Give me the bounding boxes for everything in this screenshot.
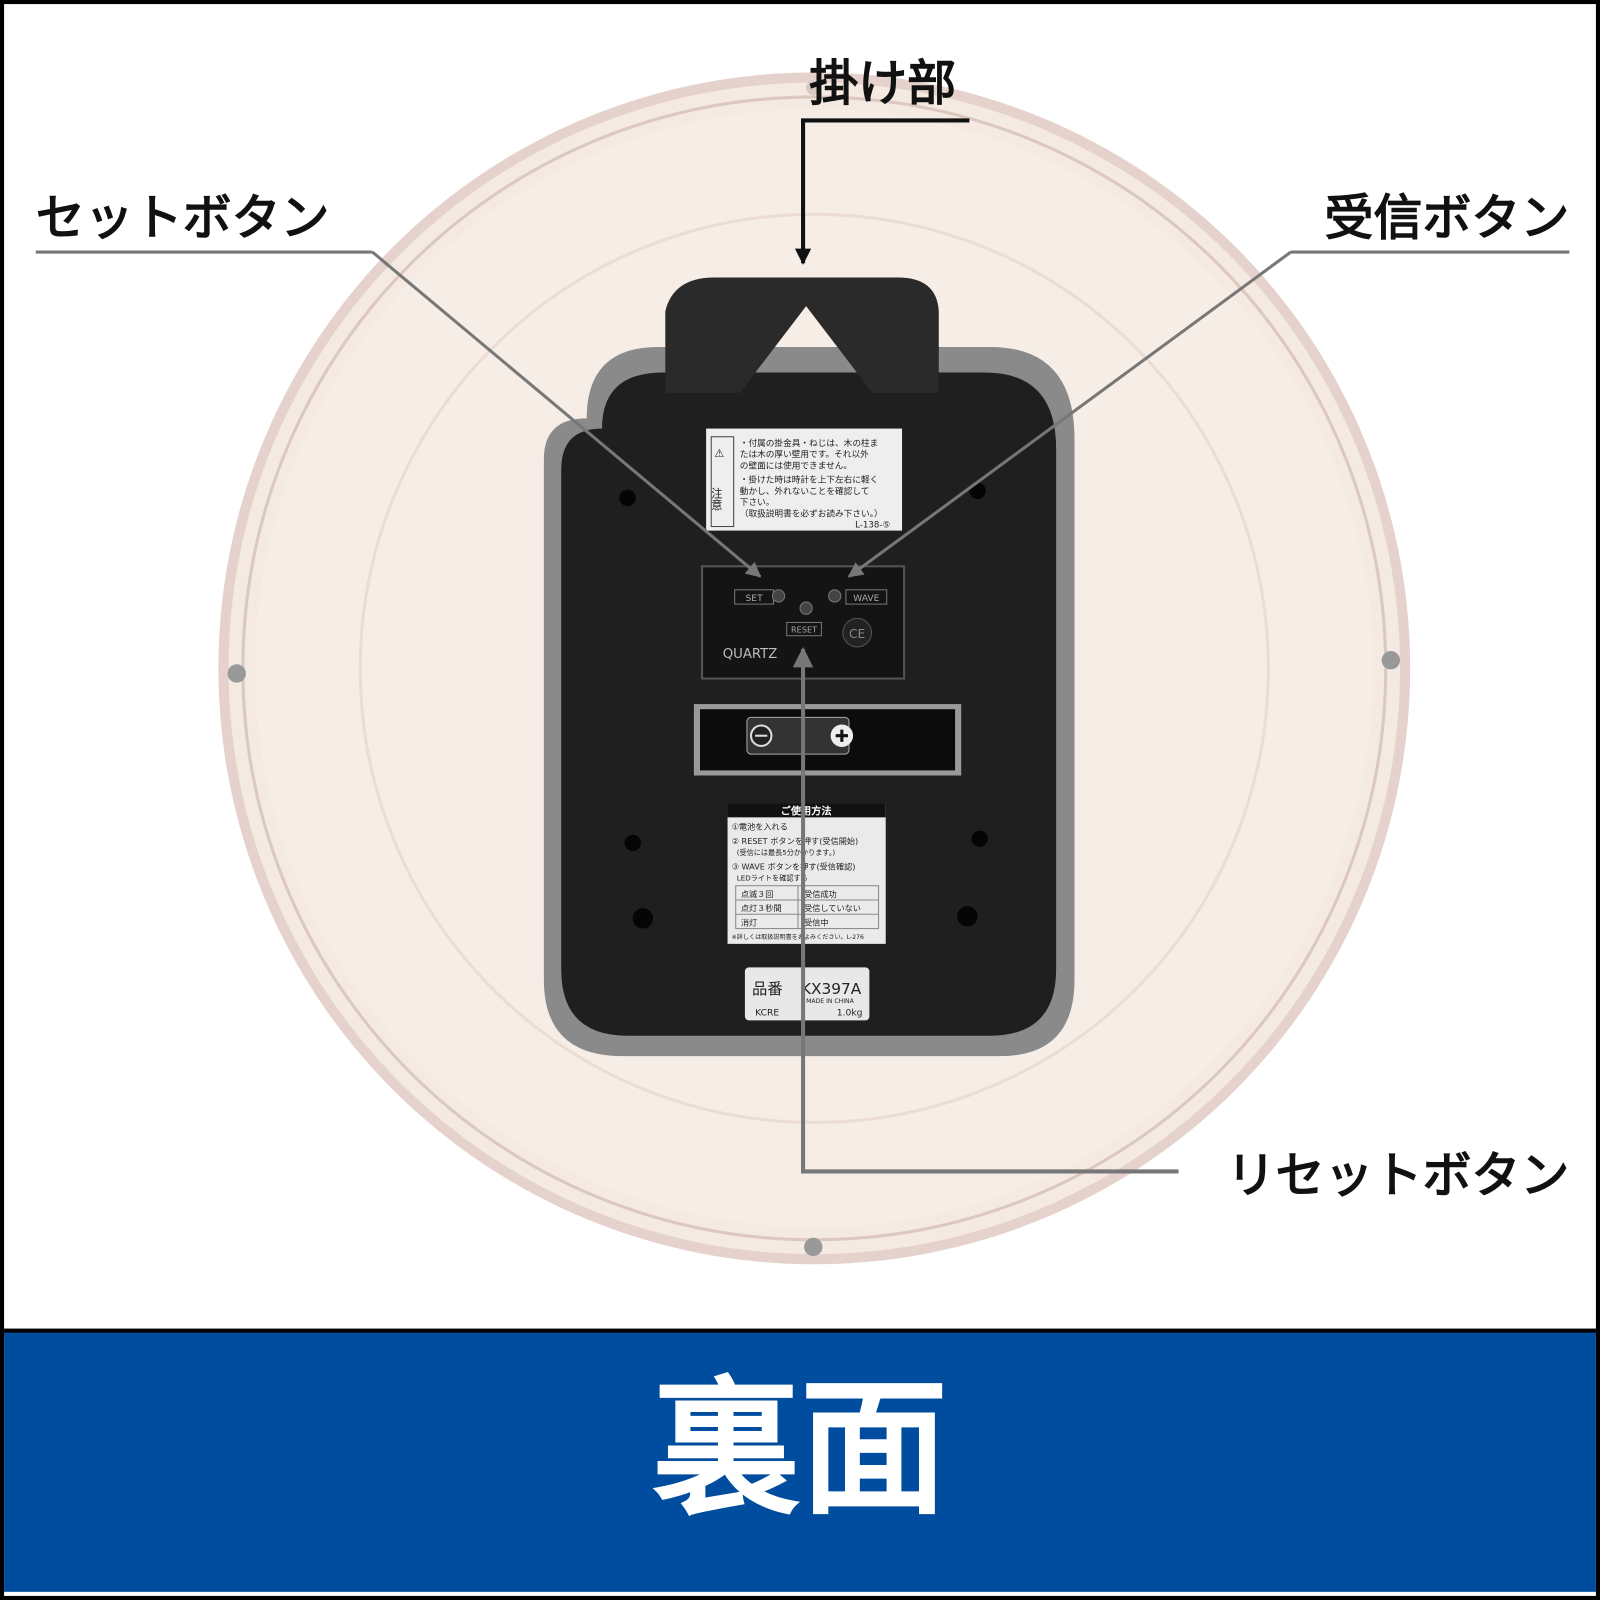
warning-line: ・掛けた時は時計を上下左右に軽く (740, 474, 879, 486)
reset-button[interactable] (799, 601, 813, 615)
table-cell: 点灯３秒間 (741, 903, 782, 913)
set-arrow (371, 250, 762, 578)
quartz-label: QUARTZ (723, 647, 778, 662)
model-label: 品番 KX397A MADE IN CHINA KCRE 1.0kg (744, 967, 870, 1021)
screw-icon (227, 664, 246, 683)
wave-button-label: WAVE (853, 593, 880, 604)
set-button[interactable] (771, 589, 786, 603)
warning-line: （取扱説明書を必ずお読み下さい。） (740, 507, 883, 519)
banner-title: 裏面 (652, 1363, 948, 1535)
hanger-arrow (794, 118, 970, 265)
battery-compartment (693, 704, 962, 776)
title-banner (4, 1332, 1596, 1592)
usage-label: ご使用方法 ①電池を入れる ② RESET ボタンを押す(受信開始) (受信には… (727, 803, 886, 944)
reset-button-label: RESET (791, 625, 817, 635)
model-weight: 1.0kg (837, 1007, 863, 1018)
set-button-label: SET (745, 593, 763, 604)
warning-line: 動かし、外れないことを確認して (740, 485, 870, 497)
reset-button-callout: リセットボタン (1227, 1147, 1570, 1204)
table-cell: 消灯 (741, 918, 757, 928)
receive-button[interactable] (828, 589, 842, 603)
model-origin: MADE IN CHINA (806, 998, 855, 1005)
usage-step: ①電池を入れる (732, 822, 788, 832)
model-number: KX397A (801, 980, 862, 998)
warning-code: L-138-⑤ (855, 521, 890, 531)
callout-lines (35, 118, 1570, 1174)
hanger (665, 277, 939, 393)
warning-line: ・付属の掛金具・ねじは、木の柱ま (740, 437, 879, 449)
model-prefix: 品番 (752, 980, 783, 998)
ce-mark: CE (849, 627, 865, 641)
table-cell: 受信中 (804, 918, 828, 928)
receive-arrow (847, 250, 1292, 578)
set-button-callout: セットボタン (36, 190, 330, 247)
usage-note: LEDライトを確認する (737, 874, 808, 883)
usage-note: (受信には最長5分かかります。) (737, 848, 836, 857)
usage-footer: ※詳しくは取扱説明書をおよみください。L-276 (732, 933, 864, 941)
usage-step: ③ WAVE ボタンを押す(受信確認) (732, 861, 856, 871)
warning-line: の壁面には使用できません。 (740, 459, 852, 471)
warning-icon: ⚠ (714, 447, 724, 460)
table-cell: 点滅３回 (741, 889, 774, 899)
usage-step: ② RESET ボタンを押す(受信開始) (732, 836, 859, 846)
warning-line: 下さい。 (740, 497, 775, 508)
reset-arrow (792, 646, 1179, 1174)
usage-title: ご使用方法 (781, 804, 832, 817)
warning-line: たは木の厚い壁用です。それ以外 (740, 448, 869, 460)
warning-label: ⚠ 注意 ・付属の掛金具・ねじは、木の柱ま たは木の厚い壁用です。それ以外 の壁… (706, 428, 903, 531)
model-color-code: KCRE (755, 1007, 779, 1018)
screw-icon (806, 80, 821, 95)
table-cell: 受信成功 (804, 889, 837, 899)
receive-button-callout: 受信ボタン (1325, 190, 1570, 247)
hanger-callout: 掛け部 (809, 55, 956, 112)
table-cell: 受信していない (804, 903, 861, 913)
screw-icon (1381, 651, 1400, 670)
screw-icon (804, 1237, 823, 1257)
warning-heading: 注意 (710, 487, 723, 511)
